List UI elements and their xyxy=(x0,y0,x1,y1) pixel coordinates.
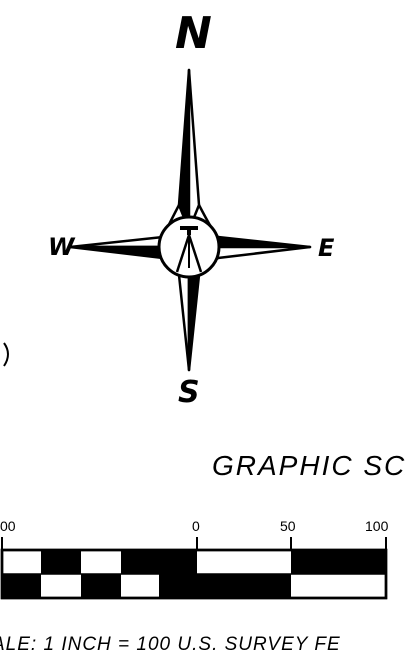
graphic-scale-bar xyxy=(0,537,388,600)
scale-label-fifty: 50 xyxy=(280,518,296,534)
compass-rose-icon xyxy=(68,68,312,372)
scale-label-zero: 0 xyxy=(192,518,200,534)
graphic-scale-title: GRAPHIC SCALE xyxy=(212,450,405,481)
compass-north-arm-light xyxy=(187,68,201,232)
survey-tripod-icon xyxy=(175,226,203,273)
scale-note-text: ALE: 1 INCH = 100 U.S. SURVEY FE xyxy=(0,634,341,655)
scale-label-left: 00 xyxy=(0,518,16,534)
compass-label-north: N xyxy=(175,8,212,59)
compass-label-south: S xyxy=(178,375,200,410)
compass-label-east: E xyxy=(318,234,335,262)
compass-label-west: W xyxy=(48,233,75,261)
scale-label-hundred: 100 xyxy=(365,518,389,534)
partial-arc-fragment xyxy=(3,342,9,367)
compass-north-arm-dark xyxy=(177,68,191,232)
